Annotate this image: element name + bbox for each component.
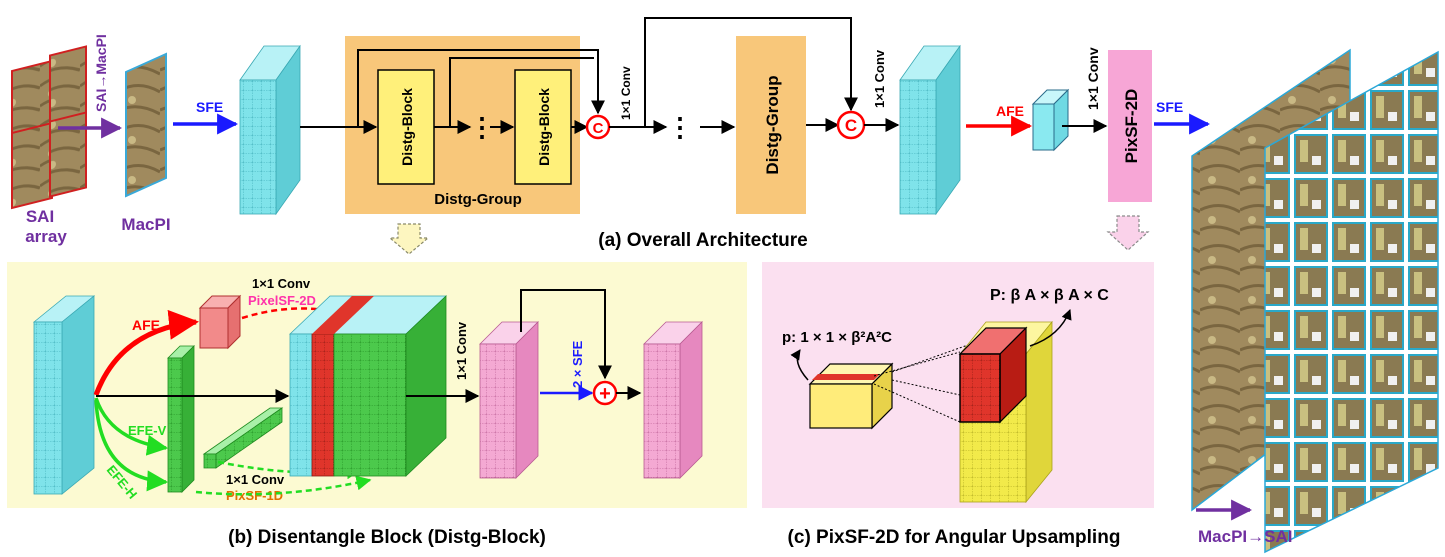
- global-conv-label: 1×1 Conv: [872, 49, 887, 108]
- b-pink-stack-1: [479, 321, 539, 479]
- b-pixsf-1d-label: PixSF-1D: [226, 488, 283, 503]
- b-conv-bottom-label: 1×1 Conv: [226, 472, 285, 487]
- group-conv-label: 1×1 Conv: [619, 66, 633, 120]
- sai-array-label-2: array: [25, 227, 67, 246]
- feature-stack-2: [899, 44, 961, 216]
- b-efe-v-stack: [167, 345, 195, 493]
- afe-cube-a: [1031, 88, 1070, 152]
- sai-array: [11, 45, 87, 210]
- b-afe-cube: [198, 294, 242, 350]
- output-sai-grid: [1191, 48, 1439, 554]
- caption-a: (a) Overall Architecture: [598, 230, 807, 251]
- sfe-label-out: SFE: [1156, 99, 1183, 115]
- macpi-to-sai-label: MacPI→SAI: [1198, 527, 1292, 546]
- b-residual-skip: [520, 289, 612, 380]
- distg-group-n: [736, 36, 806, 214]
- global-skip-line: [644, 17, 858, 127]
- skip-line-outer: [357, 49, 605, 127]
- b-concat-stack: [288, 295, 448, 477]
- b-pixsf-1d-arrow-1: [195, 475, 372, 496]
- c-small-cube: [808, 362, 894, 430]
- distg-block-1-label: Distg-Block: [399, 88, 415, 166]
- ellipsis-2: ⋮: [667, 112, 693, 142]
- afe-label-a: AFE: [996, 103, 1024, 119]
- b-afe-arrow: [93, 309, 199, 396]
- c-P-pointer: [1029, 309, 1072, 347]
- c-large-stack: [958, 320, 1053, 504]
- expand-arrow-b: [388, 223, 430, 255]
- b-efe-v-arrow: [94, 397, 169, 456]
- feature-stack-1: [239, 44, 301, 216]
- caption-c: (c) PixSF-2D for Angular Upsampling: [788, 527, 1121, 548]
- b-conv-top-label: 1×1 Conv: [252, 276, 311, 291]
- distg-group-inner-label: Distg-Group: [434, 191, 522, 208]
- skip-line-inner: [449, 57, 594, 127]
- b-conv-mid-label: 1×1 Conv: [454, 321, 469, 380]
- expand-arrow-c: [1106, 215, 1150, 251]
- c-p-label: p: 1 × 1 × β²A²C: [782, 329, 892, 346]
- macpi-image: [125, 52, 167, 198]
- b-sum-node-label: +: [599, 383, 611, 405]
- sfe-label-in: SFE: [196, 99, 223, 115]
- concat-node-2-label: C: [845, 116, 857, 135]
- pixsf-2d-label: PixSF-2D: [1122, 89, 1141, 164]
- b-input-stack: [32, 295, 96, 495]
- caption-b: (b) Disentangle Block (Distg-Block): [228, 527, 546, 548]
- sai-to-macpi-label: SAI→MacPI: [93, 34, 109, 112]
- b-pixelsf-2d-label: PixelSF-2D: [248, 293, 316, 308]
- afe-conv-label: 1×1 Conv: [1085, 47, 1101, 110]
- concat-node-1-label: C: [593, 120, 604, 137]
- c-P-label: P: β A × β A × C: [990, 287, 1109, 304]
- pixsf-2d-box: [1108, 50, 1152, 202]
- b-efe-v-label: EFE-V: [128, 423, 167, 438]
- b-afe-label: AFE: [132, 317, 160, 333]
- b-efe-h-stack: [202, 407, 284, 469]
- c-p-pointer: [790, 349, 809, 381]
- distg-block-1: [377, 69, 435, 185]
- sai-array-label-1: SAI: [26, 207, 54, 226]
- b-2xsfe-label: 2 × SFE: [570, 340, 585, 388]
- distg-block-2: [514, 69, 572, 185]
- macpi-label: MacPI: [121, 215, 170, 234]
- b-efe-h-arrow: [94, 399, 169, 492]
- distg-block-2-label: Distg-Block: [536, 88, 552, 166]
- distg-group-n-label: Distg-Group: [763, 75, 782, 174]
- b-pink-stack-2: [643, 321, 703, 479]
